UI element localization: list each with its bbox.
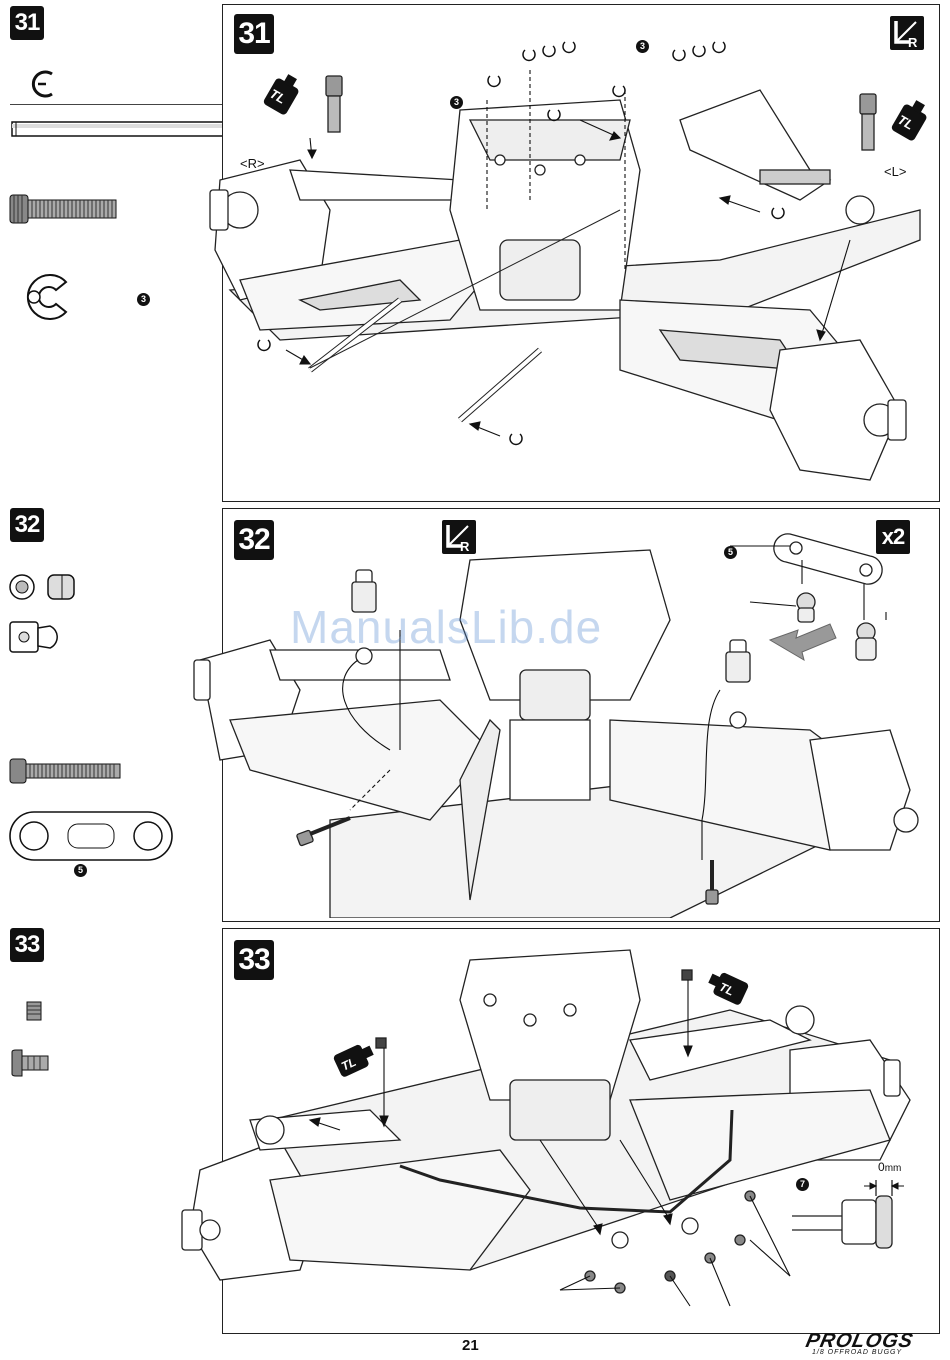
ball-nut-icon [8, 572, 80, 602]
button-head-screw-icon [10, 1048, 50, 1078]
step-31-chassis-illustration [200, 10, 930, 498]
part-callout: 5 [74, 864, 87, 877]
set-screw-icon [24, 1000, 44, 1022]
step-number: 31 [15, 9, 40, 37]
step-number-badge: 33 [10, 928, 44, 962]
brand-logo: PROLOGS 1/8 OFFROAD BUGGY [806, 1330, 940, 1358]
watermark: ManualsLib.de [290, 600, 602, 654]
step-number-badge: 32 [10, 508, 44, 542]
part-callout: 3 [137, 293, 150, 306]
page-number: 21 [462, 1337, 479, 1354]
brand-tagline: 1/8 OFFROAD BUGGY [812, 1349, 902, 1356]
step-32-chassis-illustration [190, 520, 930, 918]
sidebar-divider [10, 104, 222, 105]
step-number: 33 [15, 931, 40, 959]
e-clip-icon [24, 66, 64, 102]
link-plate-icon [8, 810, 174, 862]
step-number: 32 [15, 511, 40, 539]
cap-screw-icon [8, 756, 122, 786]
ball-stud-icon [8, 620, 70, 654]
cap-screw-icon [8, 192, 118, 226]
step-number-badge: 31 [10, 6, 44, 40]
step-33-chassis-illustration [170, 940, 930, 1330]
large-e-clip-icon [8, 272, 78, 322]
